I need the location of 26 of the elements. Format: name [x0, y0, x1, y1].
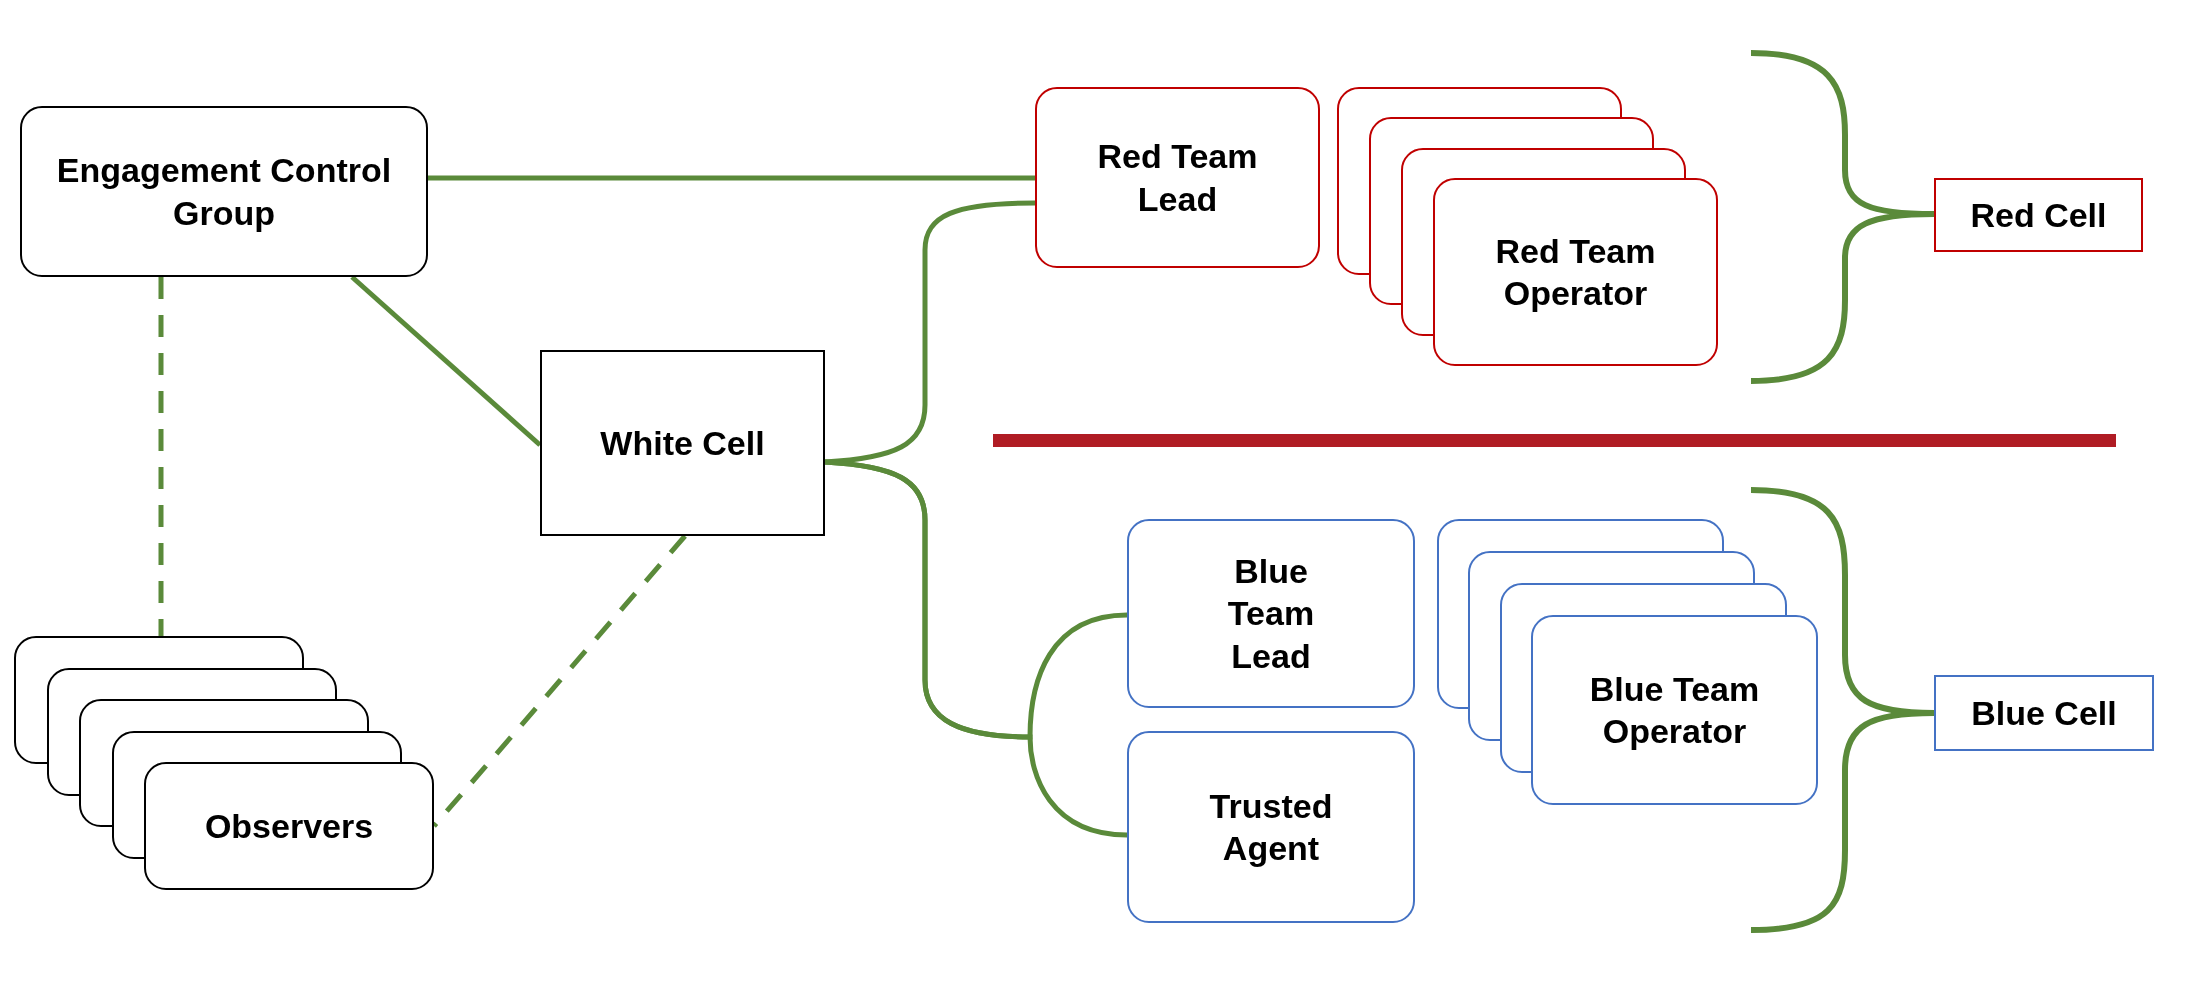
node-label: Trusted Agent	[1208, 785, 1334, 869]
connector-line	[824, 459, 1128, 838]
rounded-box	[20, 106, 428, 277]
card-stack	[14, 636, 434, 890]
node-label: White Cell	[600, 422, 765, 464]
rectangle-box	[1934, 178, 2143, 252]
node-label: Red Cell	[1970, 194, 2107, 236]
connector-line	[428, 175, 1035, 181]
node-label: Red Team Operator	[1494, 230, 1657, 314]
rectangle-box	[1934, 675, 2154, 751]
dashed-line	[158, 277, 164, 636]
rounded-box	[1127, 731, 1415, 923]
node-label: Blue Team Lead	[1226, 550, 1316, 677]
connector-line	[824, 200, 1036, 465]
rectangle-box	[540, 350, 825, 536]
card-stack	[1437, 519, 1818, 805]
rounded-box	[1127, 519, 1415, 708]
dashed-line	[432, 534, 687, 828]
rounded-box	[1035, 87, 1320, 268]
connector-line	[350, 275, 542, 447]
card-stack	[1337, 87, 1718, 366]
node-label: Engagement Control Group	[55, 150, 393, 234]
node-label: Observers	[204, 805, 374, 847]
node-label: Red Team Lead	[1096, 136, 1259, 220]
node-label: Blue Team Operator	[1588, 668, 1761, 752]
node-label: Blue Cell	[1971, 692, 2117, 734]
